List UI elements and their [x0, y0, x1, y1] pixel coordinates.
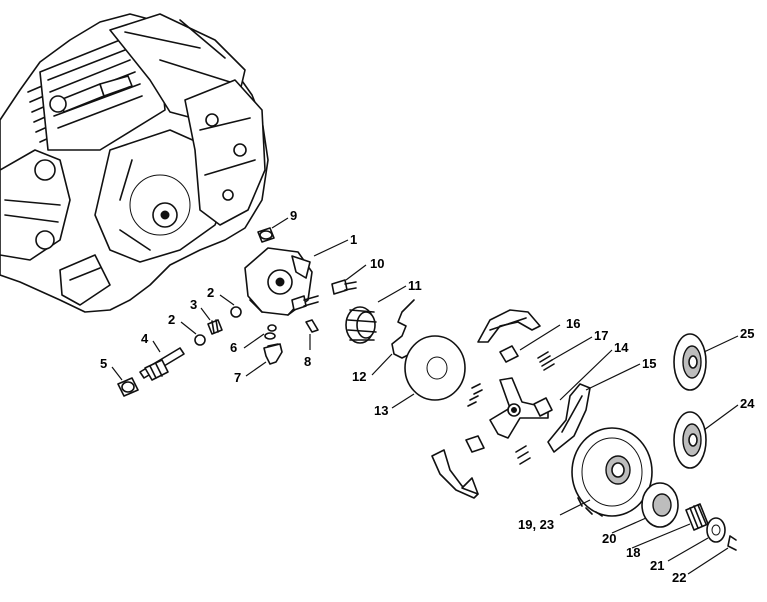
- part-14-springs: [467, 383, 531, 465]
- part-8-pin: [305, 319, 319, 333]
- callout-4: 4: [141, 331, 149, 346]
- callout-2a: 2: [207, 285, 214, 300]
- part-19-23-clutch-drum: [571, 427, 653, 517]
- callout-11: 11: [408, 278, 422, 293]
- callout-25: 25: [740, 326, 754, 341]
- callout-3: 3: [190, 297, 197, 312]
- callout-13: 13: [374, 403, 388, 418]
- callout-labels: 1 2 2 3 4 5 6 7 8 9 10 11 12 13 14 15 16…: [100, 208, 755, 585]
- part-13-disc: [404, 335, 466, 401]
- callout-12: 12: [352, 369, 366, 384]
- part-17-spring: [537, 351, 555, 371]
- callout-14: 14: [614, 340, 629, 355]
- callout-8: 8: [304, 354, 311, 369]
- callout-21: 21: [650, 558, 664, 573]
- clutch-block-lower: [465, 435, 485, 453]
- callout-10: 10: [370, 256, 384, 271]
- part-6-oring: [264, 324, 277, 340]
- callout-20: 20: [602, 531, 616, 546]
- part-18-bearing: [685, 503, 709, 531]
- callout-9: 9: [290, 208, 297, 223]
- callout-24: 24: [740, 396, 755, 411]
- part-25-rim: [673, 333, 707, 391]
- callout-15: 15: [642, 356, 656, 371]
- part-16-shoe-top: [477, 309, 541, 343]
- callout-6: 6: [230, 340, 237, 355]
- callout-19-23: 19, 23: [518, 517, 554, 532]
- part-22-clip: [727, 535, 737, 551]
- clutch-shoe-lower: [431, 449, 479, 499]
- part-2-3-seals: [194, 306, 242, 346]
- part-20-sprocket: [641, 482, 679, 528]
- callout-16: 16: [566, 316, 580, 331]
- part-7-fitting: [263, 343, 283, 365]
- callout-18: 18: [626, 545, 640, 560]
- part-16-retainer: [499, 345, 519, 363]
- part-24-rim: [673, 411, 707, 469]
- engine-housing: [0, 13, 269, 313]
- part-21-washer: [706, 517, 726, 543]
- callout-22: 22: [672, 570, 686, 585]
- part-10-screws: [291, 279, 357, 311]
- callout-17: 17: [594, 328, 608, 343]
- part-12-spring-wire: [391, 299, 415, 359]
- part-5-nut: [117, 377, 139, 397]
- part-14-block: [533, 397, 553, 417]
- callout-5: 5: [100, 356, 107, 371]
- callout-1: 1: [350, 232, 357, 247]
- leader-lines: [111, 217, 739, 575]
- part-11-worm: [345, 306, 377, 344]
- callout-2b: 2: [168, 312, 175, 327]
- part-9-nut: [257, 227, 275, 243]
- callout-7: 7: [234, 370, 241, 385]
- part-4-shaft: [139, 347, 185, 381]
